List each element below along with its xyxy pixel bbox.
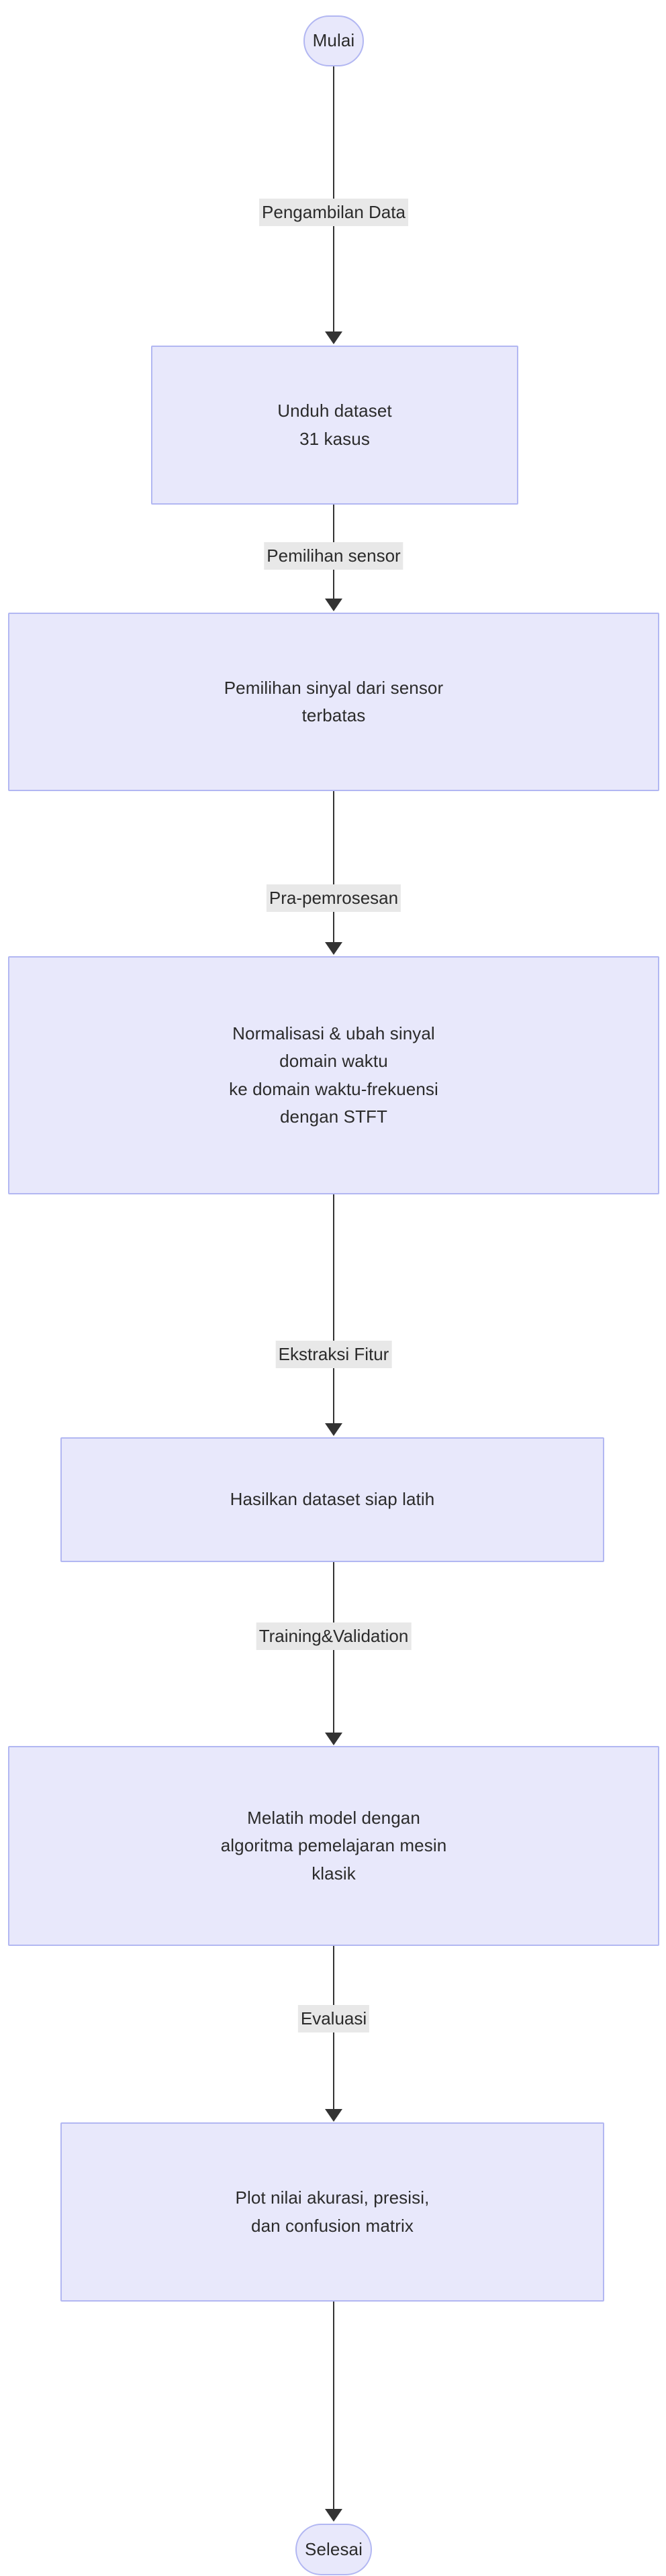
node-pemilihan-sinyal[interactable]: Pemilihan sinyal dari sensor terbatas: [8, 613, 659, 791]
edge-arrowhead-hasilkan-melatih: [325, 1733, 342, 1745]
node-hasilkan-dataset[interactable]: Hasilkan dataset siap latih: [60, 1437, 604, 1562]
edge-connector-plot-selesai: [333, 2302, 334, 2510]
edge-arrowhead-normalisasi-hasilkan: [325, 1423, 342, 1436]
edge-label-pengambilan-data: Pengambilan Data: [259, 199, 408, 227]
edge-label-evaluasi: Evaluasi: [297, 2005, 370, 2033]
node-melatih-model[interactable]: Melatih model dengan algoritma pemelajar…: [8, 1746, 659, 1946]
edge-arrowhead-mulai-unduh: [325, 331, 342, 344]
edge-arrowhead-pemilihan-normalisasi: [325, 942, 342, 955]
edge-connector-pemilihan-normalisasi: [333, 791, 334, 943]
node-mulai[interactable]: Mulai: [303, 15, 364, 66]
edge-label-training-validation: Training&Validation: [256, 1622, 412, 1651]
node-plot-metrik[interactable]: Plot nilai akurasi, presisi, dan confusi…: [60, 2122, 604, 2302]
node-selesai[interactable]: Selesai: [295, 2524, 372, 2575]
node-normalisasi-stft[interactable]: Normalisasi & ubah sinyal domain waktu k…: [8, 956, 659, 1194]
edge-arrowhead-unduh-pemilihan: [325, 599, 342, 611]
edge-label-pemilihan-sensor: Pemilihan sensor: [264, 542, 403, 570]
edge-label-pra-pemrosesan: Pra-pemrosesan: [266, 884, 401, 913]
node-unduh-dataset[interactable]: Unduh dataset 31 kasus: [151, 346, 518, 505]
edge-connector-normalisasi-hasilkan: [333, 1194, 334, 1425]
edge-arrowhead-plot-selesai: [325, 2509, 342, 2522]
edge-arrowhead-melatih-plot: [325, 2109, 342, 2122]
edge-label-ekstraksi-fitur: Ekstraksi Fitur: [275, 1341, 392, 1369]
